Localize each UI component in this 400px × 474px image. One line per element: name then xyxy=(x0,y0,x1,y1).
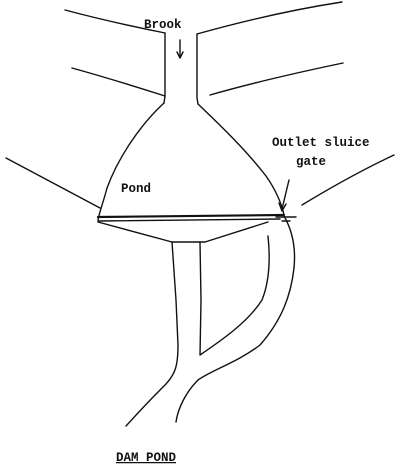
flow-arrow-icon xyxy=(176,39,184,59)
outflow-right-bank xyxy=(175,215,296,423)
contour-lower-right xyxy=(301,154,395,206)
hill-contours xyxy=(5,1,395,209)
brook-label: Brook xyxy=(144,18,182,32)
contour-mid-right xyxy=(209,62,344,96)
outflow-channel xyxy=(125,215,296,427)
outlet-label-line2: gate xyxy=(296,155,326,169)
diagram-title: DAM POND xyxy=(116,451,177,465)
contour-mid-left xyxy=(71,67,166,97)
contour-top-right xyxy=(196,1,343,35)
pond-bottom-left xyxy=(97,221,173,243)
brook-right-bank xyxy=(196,33,199,105)
contour-lower-left xyxy=(5,157,101,209)
brook-left-bank xyxy=(163,32,166,104)
pond-label: Pond xyxy=(121,182,151,196)
pond-right-shore xyxy=(197,103,285,216)
pond-left-shore xyxy=(97,102,165,221)
outlet-label-line1: Outlet sluice xyxy=(272,136,370,150)
sluice-gate xyxy=(275,179,297,222)
outflow-inner-bank xyxy=(199,235,270,356)
dam-wall xyxy=(96,213,286,222)
pond-bottom-right xyxy=(204,221,269,243)
contour-top-left xyxy=(64,9,166,34)
outlet-pointer-arrow-icon xyxy=(278,179,290,212)
brook-channel xyxy=(163,32,199,105)
pond xyxy=(97,102,285,243)
outflow-left-bank xyxy=(125,241,179,427)
